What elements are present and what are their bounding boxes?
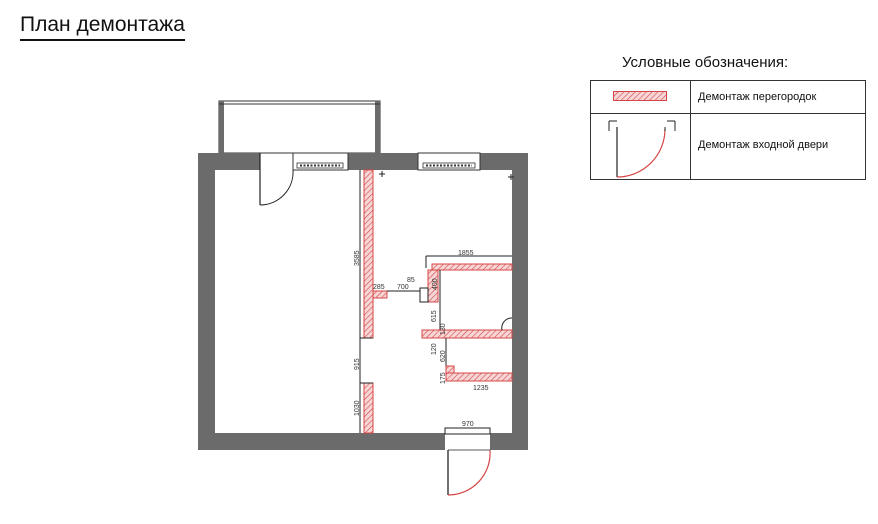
dimension-labels: 3585 1855 85 285 700 400 615 130 120 620…	[354, 250, 489, 428]
dim-3585: 3585	[354, 250, 361, 266]
window-2	[417, 152, 481, 171]
legend-row-door: Демонтаж входной двери	[591, 113, 865, 180]
legend-row-partitions: Демонтаж перегородок	[591, 81, 865, 114]
page-title: План демонтажа	[20, 12, 185, 41]
legend-label-door: Демонтаж входной двери	[698, 139, 829, 151]
dim-615: 615	[431, 310, 438, 322]
central-partition	[359, 169, 374, 434]
legend-divider	[690, 81, 691, 179]
door-demolition-symbol	[608, 120, 676, 178]
dim-915: 915	[354, 358, 361, 370]
dim-400: 400	[432, 278, 439, 290]
dim-700: 700	[397, 284, 409, 291]
entrance-door	[444, 427, 491, 496]
balcony	[218, 100, 381, 154]
dim-85: 85	[407, 277, 415, 284]
dim-1030: 1030	[354, 400, 361, 416]
corner-markers	[379, 171, 514, 180]
balcony-door	[259, 153, 294, 206]
dim-970: 970	[462, 421, 474, 428]
dim-1235: 1235	[473, 385, 489, 392]
legend-table: Демонтаж перегородок Демонтаж входной дв…	[590, 80, 866, 180]
exterior-walls	[198, 153, 528, 450]
dim-285: 285	[373, 284, 385, 291]
dim-120: 120	[431, 343, 438, 355]
dim-130: 130	[440, 323, 447, 335]
window-1	[292, 152, 349, 171]
legend-label-partitions: Демонтаж перегородок	[698, 91, 817, 103]
dim-1855: 1855	[458, 250, 474, 257]
dim-175: 175	[440, 372, 447, 384]
legend-title: Условные обозначения:	[622, 54, 789, 71]
dim-620: 620	[440, 350, 447, 362]
partition-demolition-symbol	[613, 91, 667, 101]
bathroom-partitions	[387, 255, 513, 382]
stub-partition	[372, 290, 388, 299]
